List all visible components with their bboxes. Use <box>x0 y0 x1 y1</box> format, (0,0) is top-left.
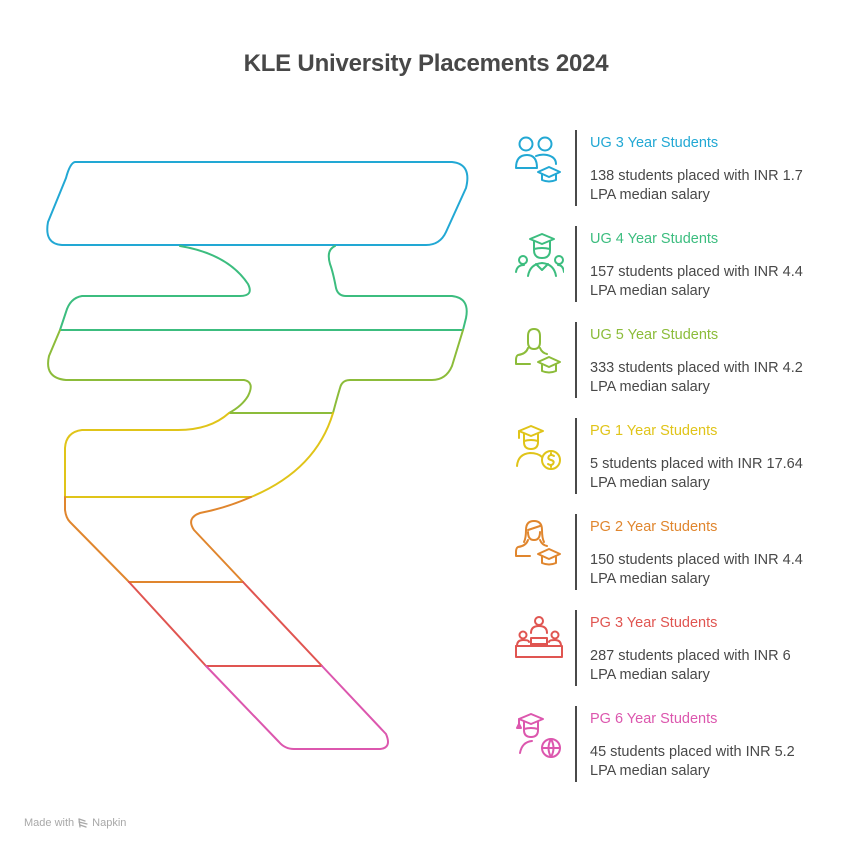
female-graduate-icon <box>515 520 561 566</box>
made-with-label: Made with <box>24 817 75 829</box>
item-heading: UG 3 Year Students <box>590 135 719 151</box>
item-description: 333 students placed with INR 4.2 LPA med… <box>590 360 803 395</box>
list-item-pg6: PG 6 Year Students 45 students placed wi… <box>510 706 830 782</box>
segment-ug3 <box>46 161 469 246</box>
list-item-ug3: UG 3 Year Students 138 students placed w… <box>510 130 830 206</box>
napkin-brand-label: Napkin <box>92 817 127 829</box>
item-description: 5 students placed with INR 17.64 LPA med… <box>590 456 803 491</box>
segment-pg3 <box>128 581 323 667</box>
item-description: 157 students placed with INR 4.4 LPA med… <box>590 264 803 299</box>
item-heading: PG 3 Year Students <box>590 615 718 631</box>
segment-ug4 <box>59 245 468 331</box>
list-item-pg1: PG 1 Year Students 5 students placed wit… <box>510 418 830 494</box>
graduate-globe-icon <box>516 713 561 758</box>
item-heading: UG 5 Year Students <box>590 327 719 343</box>
segment-ug5 <box>47 329 464 414</box>
students-graduation-cap-icon <box>515 136 561 183</box>
graduate-salary-icon <box>516 425 561 470</box>
list-item-ug4: UG 4 Year Students 157 students placed w… <box>510 226 830 302</box>
item-description: 45 students placed with INR 5.2 LPA medi… <box>590 744 795 779</box>
divider <box>575 130 577 206</box>
divider <box>575 610 577 686</box>
item-description: 150 students placed with INR 4.4 LPA med… <box>590 552 803 587</box>
list-item-pg2: PG 2 Year Students 150 students placed w… <box>510 514 830 590</box>
item-heading: PG 1 Year Students <box>590 423 718 439</box>
graduate-group-icon <box>515 233 564 277</box>
segment-pg2 <box>64 496 252 583</box>
item-description: 287 students placed with INR 6 LPA media… <box>590 648 791 683</box>
item-heading: UG 4 Year Students <box>590 231 719 247</box>
napkin-logo-icon <box>78 818 88 828</box>
item-description: 138 students placed with INR 1.7 LPA med… <box>590 168 803 203</box>
divider <box>575 322 577 398</box>
list-item-ug5: UG 5 Year Students 333 students placed w… <box>510 322 830 398</box>
divider <box>575 514 577 590</box>
podium-people-icon <box>515 616 563 658</box>
student-graduation-cap-icon <box>515 328 561 374</box>
segment-pg6 <box>205 665 389 750</box>
divider <box>575 226 577 302</box>
footer-attribution: Made with Napkin <box>24 817 126 829</box>
item-heading: PG 6 Year Students <box>590 711 718 727</box>
list-item-pg3: PG 3 Year Students 287 students placed w… <box>510 610 830 686</box>
item-heading: PG 2 Year Students <box>590 519 718 535</box>
page-title: KLE University Placements 2024 <box>243 50 609 77</box>
divider <box>575 706 577 782</box>
segment-pg1 <box>64 412 334 498</box>
divider <box>575 418 577 494</box>
